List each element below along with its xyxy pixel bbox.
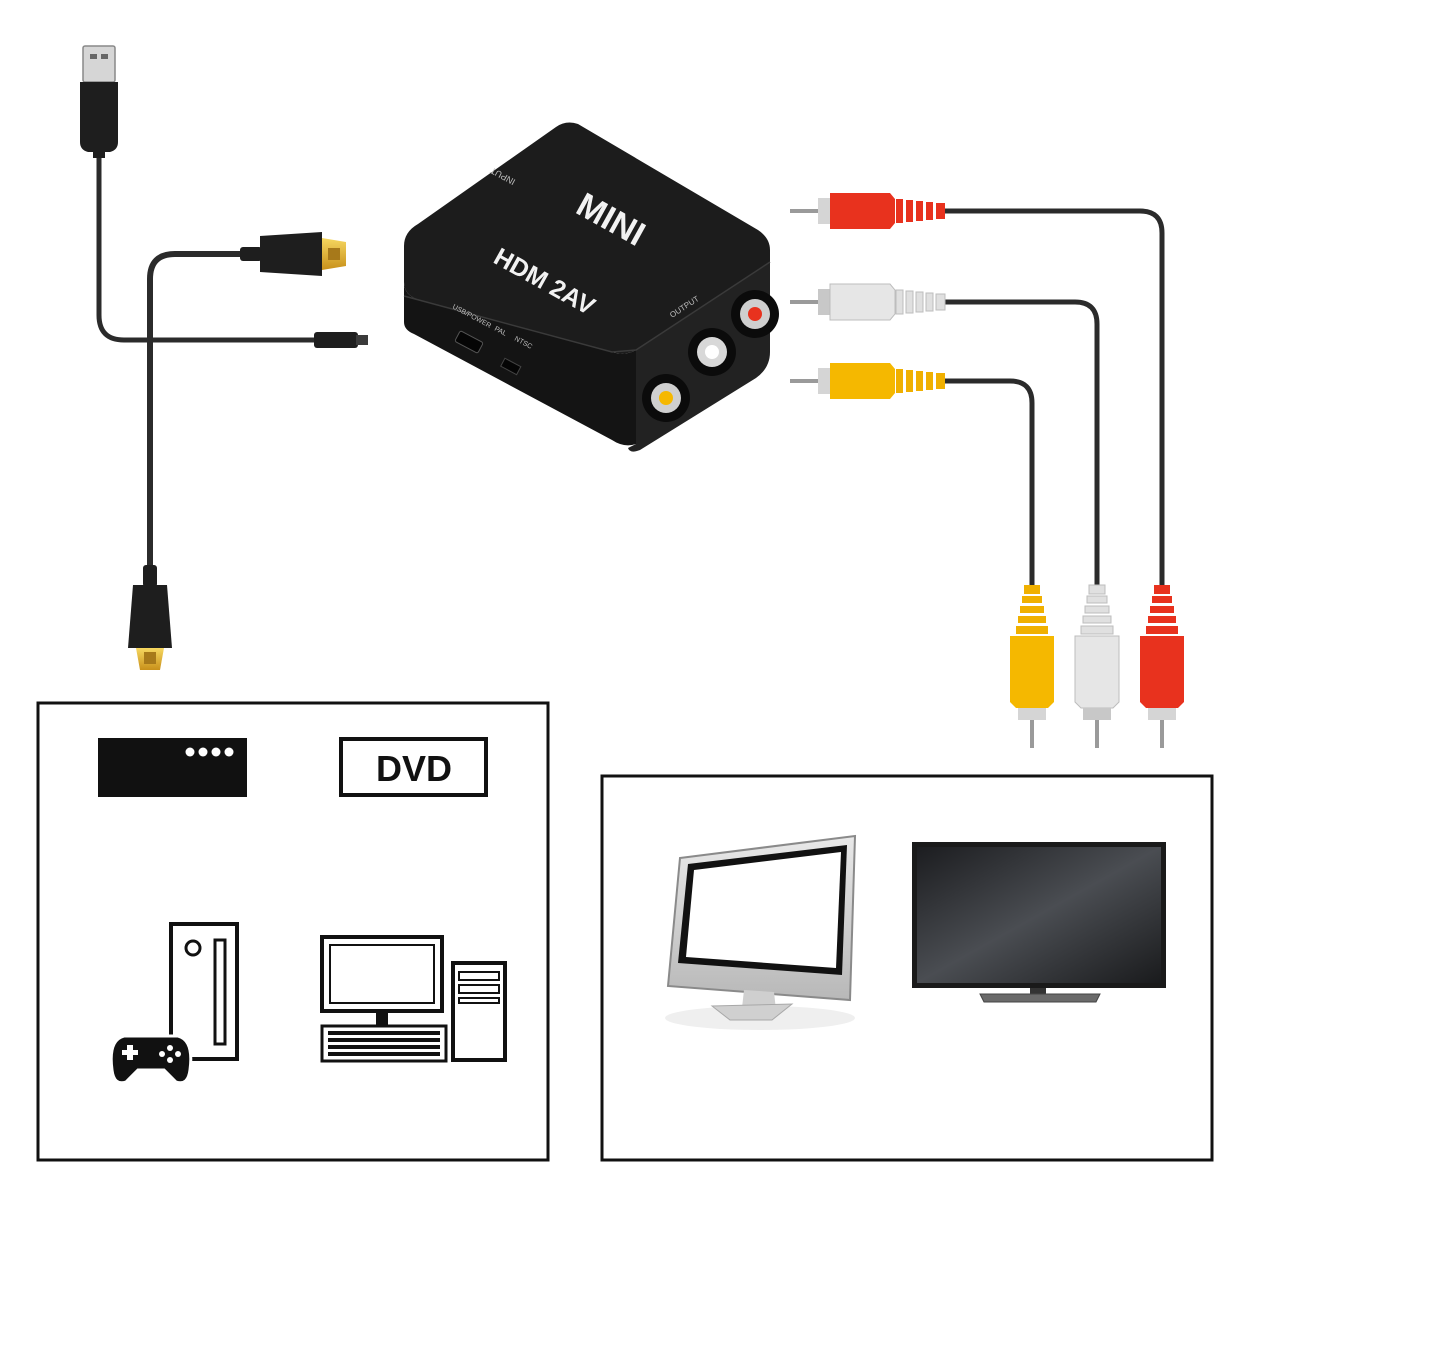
rca-plug-icon xyxy=(1074,584,1120,748)
rca-plug-icon xyxy=(790,283,946,321)
set-top-box-icon xyxy=(98,738,247,797)
usb-plug-icon xyxy=(80,45,118,158)
rca-jack-yellow xyxy=(642,374,690,422)
desktop-computer-icon xyxy=(320,935,507,1063)
rca-cable-white xyxy=(945,299,1100,590)
rca-cable-yellow xyxy=(945,378,1035,590)
rca-plug-icon xyxy=(1010,585,1054,748)
tv-icon xyxy=(912,842,1166,1003)
rca-jack-red xyxy=(731,290,779,338)
rca-plug-icon xyxy=(1140,585,1184,748)
hdmi-plug-icon xyxy=(128,565,172,670)
rca-plug-icon xyxy=(790,193,945,229)
monitor-icon xyxy=(665,834,857,1030)
rca-cable-red xyxy=(945,208,1165,590)
converter-box: MINI HDM 2AV INPUT USB/POWER PAL NTSC OU… xyxy=(403,122,779,452)
hdmi-cable xyxy=(147,251,250,575)
display-devices-frame xyxy=(600,774,1214,1162)
usb-cable xyxy=(96,150,320,343)
power-plug-icon xyxy=(314,332,368,348)
dvd-label: DVD xyxy=(376,748,452,789)
source-devices-frame: DVD xyxy=(36,701,550,1162)
hdmi-plug-icon xyxy=(240,232,346,276)
micro-usb-port xyxy=(454,330,484,354)
game-console-icon xyxy=(109,922,239,1085)
rca-plug-icon xyxy=(790,363,945,399)
rca-jack-white xyxy=(688,328,736,376)
pal-ntsc-switch xyxy=(500,357,522,376)
dvd-player-icon: DVD xyxy=(339,737,488,797)
